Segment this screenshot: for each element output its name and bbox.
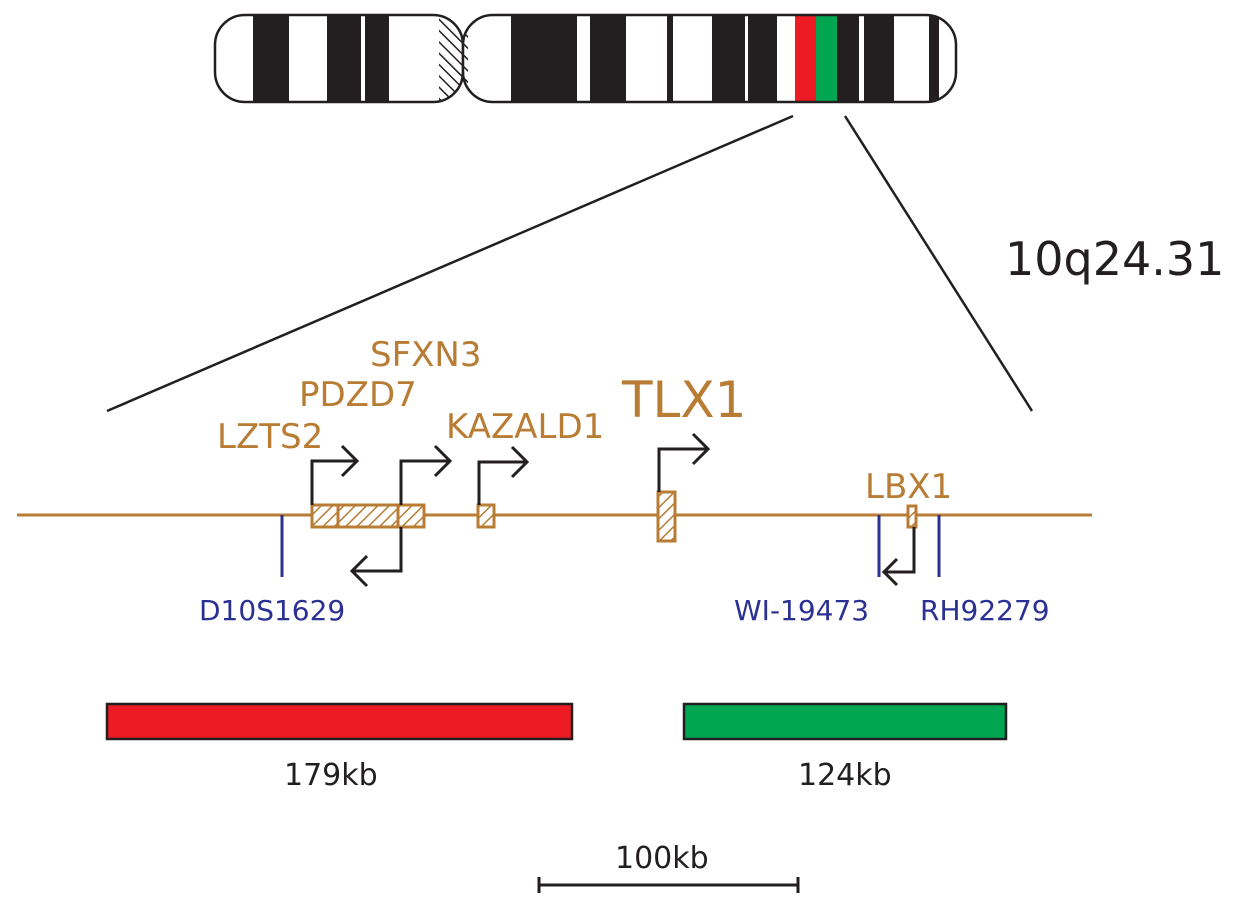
marker-label-rh92279: RH92279 (920, 594, 1050, 627)
marker-label-wi19473: WI-19473 (734, 594, 869, 627)
deletion-region-green (682, 702, 1008, 741)
region-size-green: 124kb (798, 758, 892, 793)
gene-exons (310, 490, 918, 543)
highlight-band-red (795, 15, 816, 102)
zoom-line-right (843, 115, 1034, 412)
gene-label-sfxn3: SFXN3 (370, 335, 482, 375)
tss-arrows (310, 432, 916, 588)
scale-bar-label: 100kb (615, 841, 709, 876)
zoom-line-left (106, 114, 794, 413)
marker-label-d10s1629: D10S1629 (199, 594, 345, 627)
gene-label-tlx1: TLX1 (621, 371, 746, 429)
band-label: 10q24.31 (1005, 232, 1224, 286)
marker-ticks (280, 515, 941, 577)
gene-label-lzts2: LZTS2 (217, 417, 323, 457)
chromosome-p-arm (215, 15, 463, 102)
chromosome-ideogram (213, 13, 958, 104)
gene-label-kazald1: KAZALD1 (446, 407, 604, 447)
highlight-band-green (816, 15, 837, 102)
chromosome-q-arm (463, 15, 956, 102)
region-size-red: 179kb (284, 758, 378, 793)
gene-label-lbx1: LBX1 (865, 467, 952, 507)
scale-bar (537, 877, 800, 893)
deletion-region-red (105, 702, 574, 741)
gene-label-pdzd7: PDZD7 (299, 375, 417, 415)
